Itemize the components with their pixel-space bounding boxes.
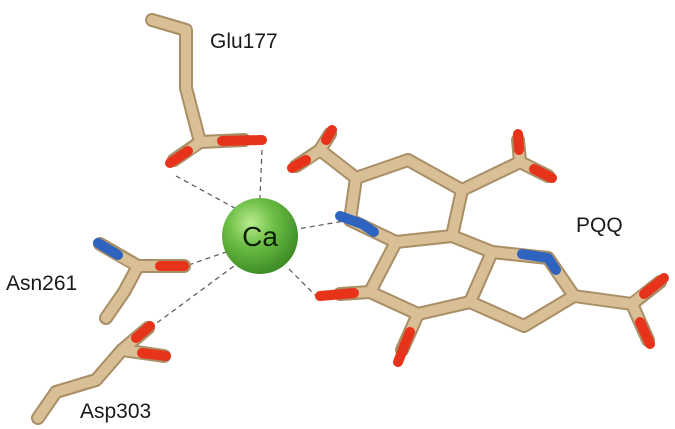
calcium-label: Ca xyxy=(242,221,278,252)
label-asp303: Asp303 xyxy=(80,400,151,423)
coord-pqq-n xyxy=(291,219,351,231)
residue-asn261 xyxy=(93,237,191,325)
coord-glu-o1 xyxy=(175,175,243,213)
calcium-ion: Ca xyxy=(222,198,298,274)
coord-pqq-o xyxy=(285,265,319,299)
coord-asp-o xyxy=(149,265,235,329)
label-pqq: PQQ xyxy=(576,214,623,237)
residue-glu177 xyxy=(145,13,267,168)
label-asn261: Asn261 xyxy=(6,272,77,295)
coordination-lines xyxy=(149,149,351,329)
cofactor-pqq xyxy=(287,125,669,367)
label-glu177: Glu177 xyxy=(210,30,278,53)
coord-glu-o2 xyxy=(259,149,263,199)
calcium-sphere xyxy=(222,198,298,274)
coord-asn-o xyxy=(179,251,227,269)
residue-asp303 xyxy=(31,321,171,425)
